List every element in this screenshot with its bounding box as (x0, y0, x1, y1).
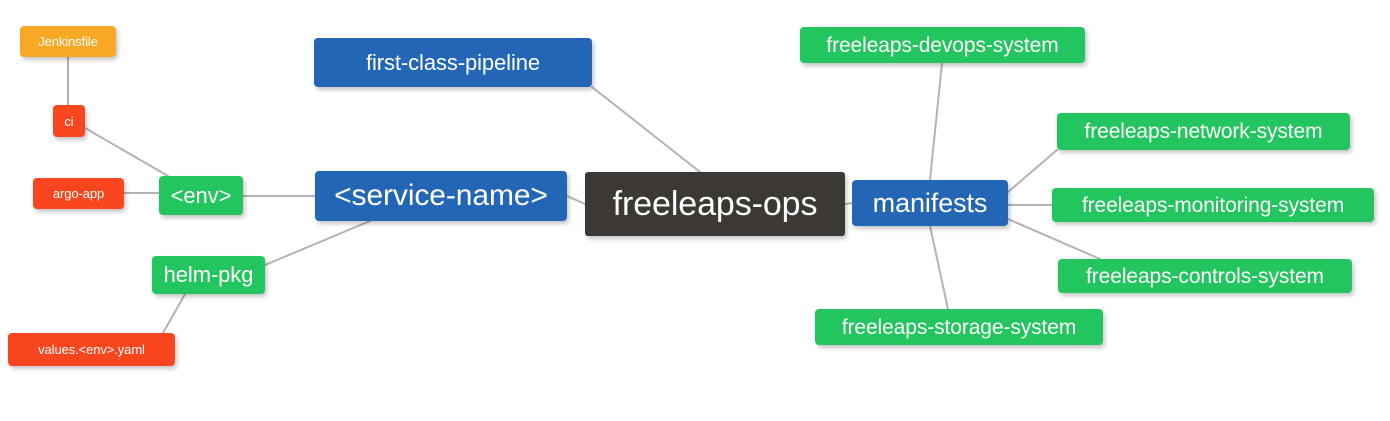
node-label: <env> (170, 182, 232, 208)
edge-freeleaps-ops-to-service-name (566, 195, 586, 205)
node-freeleaps-storage-system[interactable]: freeleaps-storage-system (815, 309, 1103, 345)
edge-env-to-ci (84, 127, 169, 177)
node-freeleaps-monitoring-system[interactable]: freeleaps-monitoring-system (1052, 188, 1374, 222)
edge-manifests-to-freeleaps-devops-system (929, 62, 943, 181)
node-ci[interactable]: ci (53, 105, 85, 137)
node-label: ci (64, 113, 74, 129)
node-label: freeleaps-ops (612, 185, 818, 223)
node-label: first-class-pipeline (365, 49, 541, 75)
node-label: freeleaps-devops-system (826, 33, 1059, 57)
node-label: freeleaps-controls-system (1086, 264, 1324, 288)
node-first-class-pipeline[interactable]: first-class-pipeline (314, 38, 592, 87)
node-label: freeleaps-network-system (1084, 120, 1323, 143)
edge-service-name-to-helm-pkg (264, 220, 371, 266)
node-freeleaps-devops-system[interactable]: freeleaps-devops-system (800, 27, 1085, 63)
node-label: <service-name> (334, 179, 548, 212)
edge-freeleaps-ops-to-first-class-pipeline (591, 86, 701, 173)
edge-helm-pkg-to-values-env-yaml (162, 293, 186, 334)
edge-manifests-to-freeleaps-controls-system (1007, 218, 1101, 260)
node-label: manifests (872, 187, 988, 218)
edge-manifests-to-freeleaps-storage-system (929, 225, 949, 310)
node-label: freeleaps-monitoring-system (1081, 193, 1345, 217)
node-values-env-yaml[interactable]: values.<env>.yaml (8, 333, 175, 366)
node-label: freeleaps-storage-system (841, 315, 1077, 339)
node-label: helm-pkg (163, 262, 254, 287)
node-label: values.<env>.yaml (38, 342, 145, 357)
node-label: Jenkinsfile (38, 34, 98, 49)
node-jenkinsfile[interactable]: Jenkinsfile (20, 26, 116, 57)
node-freeleaps-controls-system[interactable]: freeleaps-controls-system (1058, 259, 1352, 293)
node-argo-app[interactable]: argo-app (33, 178, 124, 209)
node-freeleaps-network-system[interactable]: freeleaps-network-system (1057, 113, 1350, 150)
node-label: argo-app (52, 186, 105, 201)
edge-freeleaps-ops-to-manifests (844, 202, 853, 205)
node-manifests[interactable]: manifests (852, 180, 1008, 226)
edge-manifests-to-freeleaps-network-system (1007, 149, 1058, 193)
node-env[interactable]: <env> (159, 176, 243, 215)
node-service-name[interactable]: <service-name> (315, 171, 567, 221)
node-freeleaps-ops[interactable]: freeleaps-ops (585, 172, 845, 236)
node-helm-pkg[interactable]: helm-pkg (152, 256, 265, 294)
